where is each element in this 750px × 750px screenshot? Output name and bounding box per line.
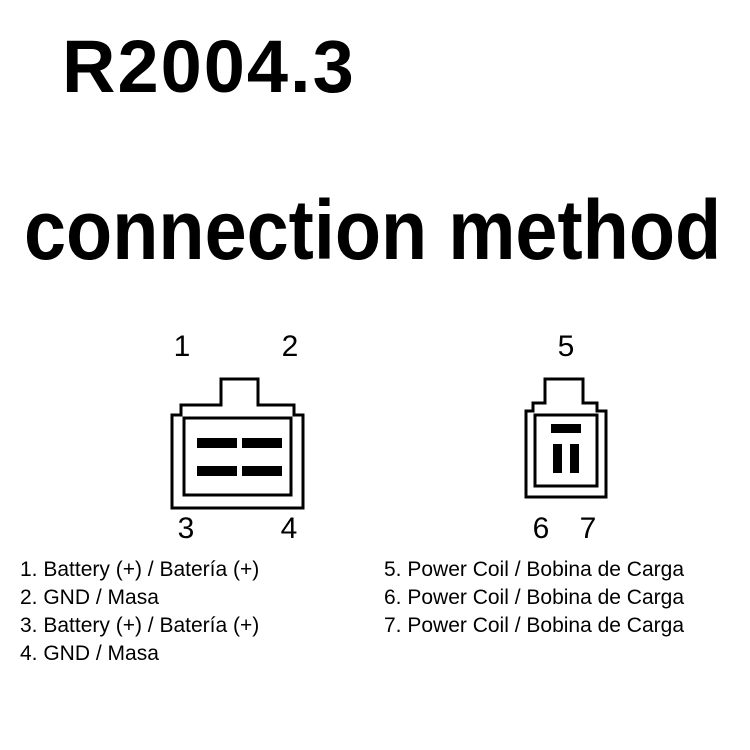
legend-item-1: 1. Battery (+) / Batería (+) bbox=[20, 558, 260, 581]
connector-3pin-cavity bbox=[533, 413, 599, 488]
connector-4pin-housing bbox=[170, 377, 305, 510]
pin-label-3: 3 bbox=[177, 512, 195, 545]
legend-item-2: 2. GND / Masa bbox=[20, 586, 159, 609]
connector-4pin-drawing bbox=[170, 377, 305, 510]
legend-item-7: 7. Power Coil / Bobina de Carga bbox=[384, 614, 684, 637]
pin-1-contact bbox=[197, 438, 237, 448]
pin-label-5: 5 bbox=[557, 330, 575, 363]
pin-label-6: 6 bbox=[532, 512, 550, 545]
pin-3-contact bbox=[197, 466, 237, 476]
connector-4pin-cavity bbox=[182, 416, 293, 497]
legend-item-6: 6. Power Coil / Bobina de Carga bbox=[384, 586, 684, 609]
legend-left-column: 1. Battery (+) / Batería (+) 2. GND / Ma… bbox=[20, 556, 259, 668]
pin-label-1: 1 bbox=[173, 330, 191, 363]
pin-6-contact bbox=[553, 444, 562, 473]
pin-label-2: 2 bbox=[281, 330, 299, 363]
pin-label-7: 7 bbox=[579, 512, 597, 545]
pin-7-contact bbox=[570, 444, 579, 473]
legend-item-5: 5. Power Coil / Bobina de Carga bbox=[384, 558, 684, 581]
pin-2-contact bbox=[242, 438, 282, 448]
pin-4-contact bbox=[242, 466, 282, 476]
diagram-title: connection method bbox=[24, 183, 722, 277]
legend-item-3: 3. Battery (+) / Batería (+) bbox=[20, 614, 260, 637]
model-title: R2004.3 bbox=[62, 25, 356, 108]
connector-3pin-housing bbox=[524, 377, 608, 499]
pin-5-contact bbox=[551, 424, 581, 433]
legend-right-column: 5. Power Coil / Bobina de Carga 6. Power… bbox=[384, 556, 684, 640]
connector-3pin-drawing bbox=[524, 377, 608, 499]
legend-item-4: 4. GND / Masa bbox=[20, 642, 159, 665]
pin-label-4: 4 bbox=[280, 512, 298, 545]
